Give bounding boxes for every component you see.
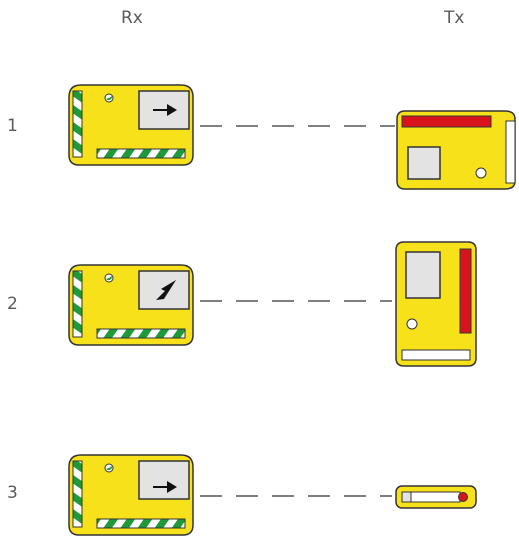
lens-icon [406,318,418,330]
lens-icon [475,167,487,179]
rx-device-1 [68,84,194,166]
tx-device-2 [395,241,477,367]
tx-header: Tx [444,8,465,28]
tx-device-1 [396,110,516,190]
led-indicator-icon [458,492,468,502]
tx-device-3 [395,485,477,509]
rx-header: Rx [121,8,143,28]
rx-device-2 [68,264,194,346]
row-3-number: 3 [7,483,18,503]
row-1-number: 1 [7,116,18,136]
rx-device-3 [68,454,194,536]
row-2-number: 2 [7,294,18,314]
